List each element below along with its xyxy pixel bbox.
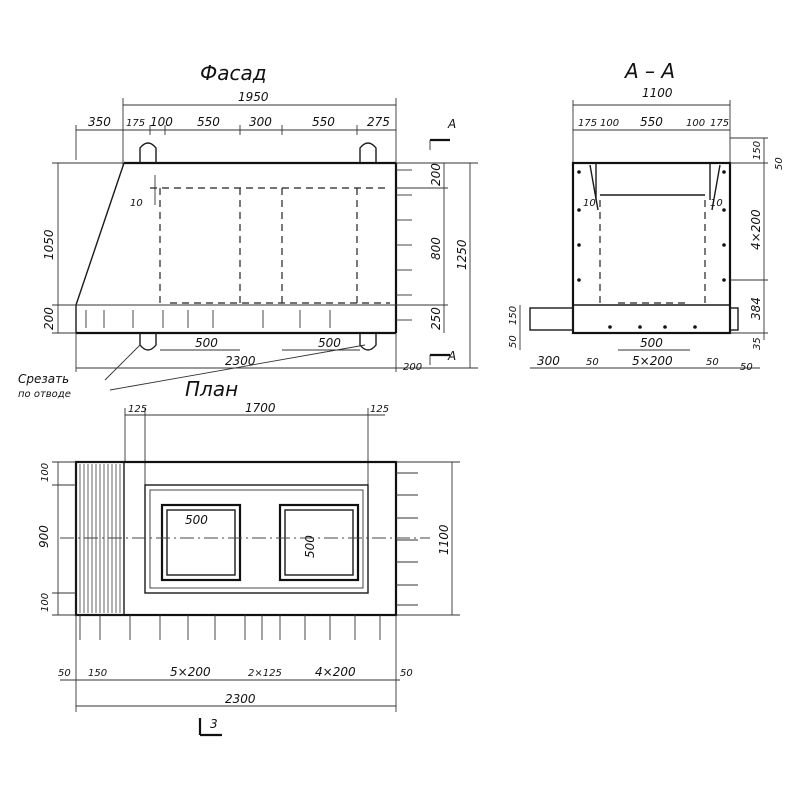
- facade-overall-bottom: 2300: [225, 354, 256, 368]
- section-dim-100b: 100: [686, 118, 705, 129]
- section-bottom-5x200: 5×200: [632, 354, 673, 368]
- section-view: А – А 1100 175 100 550 100 175 10 10: [508, 59, 785, 373]
- facade-dim-175: 175: [126, 118, 145, 129]
- facade-right-250: 250: [429, 307, 443, 330]
- facade-title: Фасад: [200, 61, 267, 85]
- section-bottom-300: 300: [537, 354, 560, 368]
- plan-bottom-150: 150: [88, 668, 107, 679]
- section-left-150: 150: [508, 306, 519, 325]
- plan-title: План: [185, 377, 238, 401]
- section-bottom-50a: 50: [586, 357, 599, 368]
- section-title: А – А: [623, 59, 675, 83]
- facade-dim-550a: 550: [197, 115, 220, 129]
- plan-bottom-5x200: 5×200: [170, 665, 211, 679]
- facade-dim-550b: 550: [312, 115, 335, 129]
- section-dim-175a: 175: [578, 118, 597, 129]
- facade-note-line2: по отводе: [18, 389, 71, 400]
- section-right-4x200: 4×200: [749, 209, 763, 250]
- facade-bottom-500b: 500: [318, 336, 341, 350]
- plan-bottom-50a: 50: [58, 668, 71, 679]
- section-mark-bottom: А: [447, 349, 456, 363]
- plan-dim-125a: 125: [128, 404, 147, 415]
- facade-small-mark: 10: [130, 198, 143, 209]
- section-right-384: 384: [749, 297, 763, 320]
- facade-bottom-right-200: 200: [403, 362, 422, 373]
- facade-note-line1: Срезать: [18, 372, 69, 386]
- section-dim-175b: 175: [710, 118, 729, 129]
- plan-left-100a: 100: [40, 463, 51, 482]
- plan-dim-1700: 1700: [245, 401, 276, 415]
- section-right-50: 50: [774, 157, 785, 170]
- section-inner-mark-left: 10: [583, 198, 596, 209]
- plan-opening-label-left: 500: [185, 513, 208, 527]
- plan-bottom-4x200: 4×200: [315, 665, 356, 679]
- section-right-150: 150: [752, 141, 763, 160]
- facade-dim-300: 300: [249, 115, 272, 129]
- plan-overall-right: 1100: [437, 524, 451, 555]
- facade-right-800: 800: [429, 237, 443, 260]
- facade-dim-275: 275: [367, 115, 390, 129]
- plan-view: План 125 1700 125 500 500: [37, 377, 460, 737]
- section-mark-top: А: [447, 117, 456, 131]
- section-bottom-50b: 50: [706, 357, 719, 368]
- section-right-35: 35: [752, 337, 763, 350]
- section-overall-top: 1100: [642, 86, 673, 100]
- section-bottom-500: 500: [640, 336, 663, 350]
- section-inner-mark-right: 10: [710, 198, 723, 209]
- section-dim-100a: 100: [600, 118, 619, 129]
- facade-dim-350: 350: [88, 115, 111, 129]
- section-left-50: 50: [508, 335, 519, 348]
- facade-left-1050: 1050: [42, 229, 56, 260]
- facade-overall-top: 1950: [238, 90, 269, 104]
- plan-opening-label-right: 500: [303, 535, 317, 558]
- plan-section-mark: 3: [210, 717, 218, 731]
- facade-right-200: 200: [429, 163, 443, 186]
- facade-overall-right: 1250: [455, 239, 469, 270]
- plan-overall-bottom: 2300: [225, 692, 256, 706]
- plan-bottom-50b: 50: [400, 668, 413, 679]
- section-dim-550: 550: [640, 115, 663, 129]
- facade-view: Фасад 1950 350 175 100 550 300 550 275: [18, 61, 478, 400]
- section-bottom-50c: 50: [740, 362, 753, 373]
- plan-dim-125b: 125: [370, 404, 389, 415]
- facade-left-200: 200: [42, 307, 56, 330]
- plan-left-100b: 100: [40, 593, 51, 612]
- facade-bottom-500a: 500: [195, 336, 218, 350]
- plan-left-900: 900: [37, 525, 51, 548]
- plan-bottom-2x125: 2×125: [248, 668, 282, 679]
- facade-dim-100: 100: [150, 115, 173, 129]
